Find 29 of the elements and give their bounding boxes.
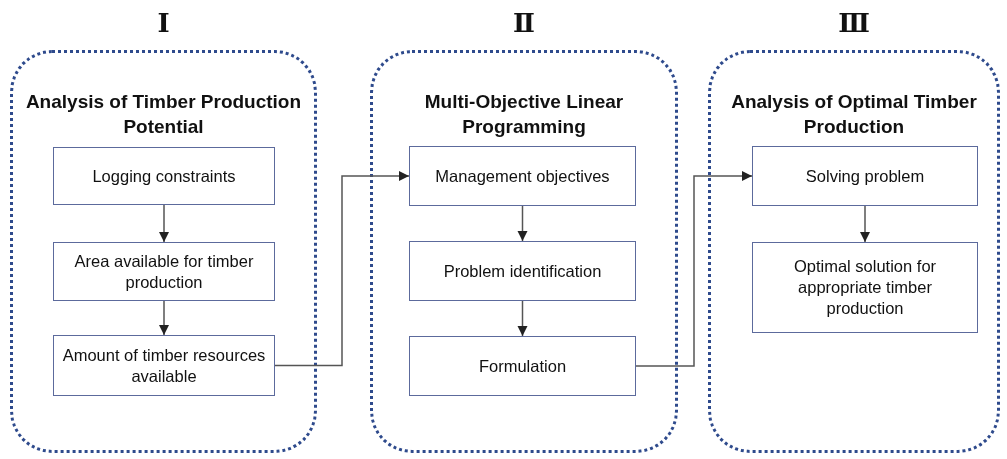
step-text: Amount of timber resources available <box>61 344 267 387</box>
step-text: Problem identification <box>443 260 602 282</box>
process-box <box>53 335 275 396</box>
process-box <box>409 241 636 301</box>
step-text: Area available for timber production <box>73 250 255 293</box>
process-box <box>409 336 636 396</box>
arrow <box>158 300 170 336</box>
stage-numeral: Ⅱ <box>512 8 536 38</box>
process-box <box>53 147 275 205</box>
arrow <box>517 205 528 242</box>
arrow <box>859 205 871 243</box>
step-text: Management objectives <box>435 165 610 187</box>
stage-heading: Analysis of Timber Production Potential <box>24 90 303 139</box>
arrow <box>517 300 528 337</box>
process-box <box>409 146 636 206</box>
arrow <box>635 170 753 367</box>
arrow <box>274 170 410 367</box>
stage-heading: Analysis of Optimal Timber Production <box>730 90 978 139</box>
step-text: Optimal solution for appropriate timber production <box>792 256 938 319</box>
stage-numeral: Ⅰ <box>156 8 171 38</box>
step-text: Solving problem <box>805 165 925 187</box>
process-box <box>53 242 275 301</box>
step-text: Formulation <box>478 355 567 377</box>
process-box <box>752 146 978 206</box>
step-text: Logging constraints <box>92 165 236 187</box>
process-box <box>752 242 978 333</box>
stage-heading: Multi-Objective Linear Programming <box>423 90 625 139</box>
arrow <box>158 204 170 243</box>
stage-numeral: Ⅲ <box>837 8 871 38</box>
